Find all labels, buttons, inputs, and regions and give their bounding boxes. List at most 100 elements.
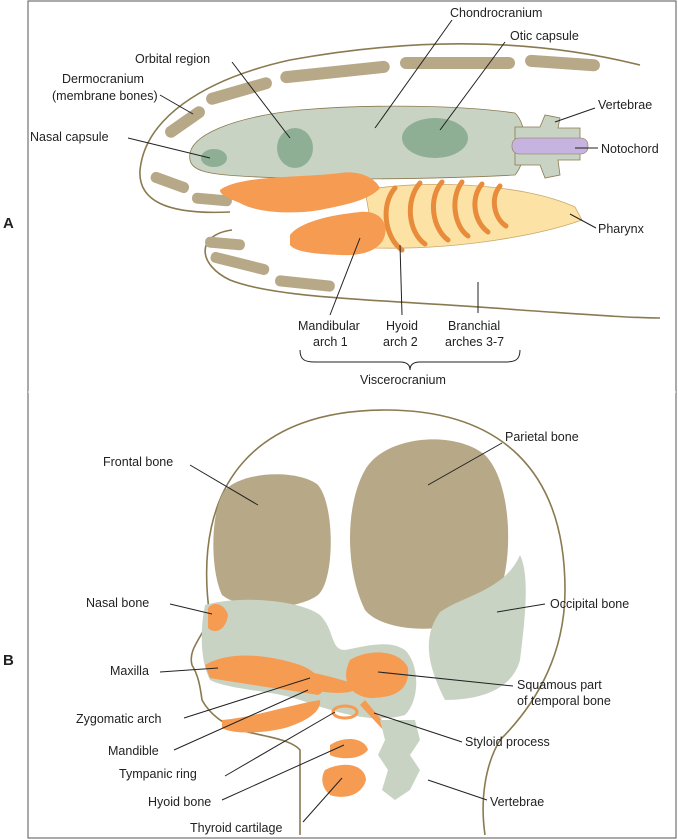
label-occipital-bone: Occipital bone <box>550 597 629 611</box>
leader-vertebrae <box>554 107 596 123</box>
panel-label-a: A <box>3 215 14 232</box>
label-mandibular-1: Mandibular <box>298 319 360 333</box>
leader-parietal <box>427 442 503 486</box>
face-profile <box>190 617 301 835</box>
leader-frontal <box>189 464 259 506</box>
membrane-bone-5 <box>525 54 600 72</box>
membrane-bone-10 <box>275 275 335 292</box>
parietal-bone-shape <box>350 439 509 629</box>
leader-nasal-capsule <box>127 137 211 159</box>
label-notochord: Notochord <box>601 142 659 156</box>
panel-label-b: B <box>3 652 14 669</box>
head-outline-lower <box>204 229 661 319</box>
leader-hyoid-bone <box>221 744 345 801</box>
label-vertebrae-b: Vertebrae <box>490 795 544 809</box>
membrane-bone-3 <box>280 60 390 84</box>
label-hyoid-1: Hyoid <box>386 319 418 333</box>
leader-zygomatic <box>183 677 311 719</box>
label-hyoid-bone: Hyoid bone <box>148 795 211 809</box>
label-zygomatic-arch: Zygomatic arch <box>76 712 161 726</box>
label-nasal-bone: Nasal bone <box>86 596 149 610</box>
orbital-region-shape <box>277 128 313 168</box>
leader-mandible <box>173 689 309 751</box>
membrane-bone-6 <box>150 171 190 194</box>
dermocranium-bones <box>150 54 600 292</box>
membrane-bone-4 <box>400 57 515 69</box>
mandibular-arch-lower <box>290 211 386 256</box>
nasal-bone-shape <box>208 604 228 632</box>
pharynx-shape <box>364 184 583 249</box>
leader-pharynx <box>569 213 597 229</box>
branchial-arch-6 <box>472 181 491 235</box>
chondrocranium <box>189 105 526 180</box>
label-tympanic-ring: Tympanic ring <box>119 767 197 781</box>
label-squamous-2: of temporal bone <box>517 694 611 708</box>
membrane-bone-1 <box>165 106 205 138</box>
label-otic-capsule: Otic capsule <box>510 29 579 43</box>
branchial-arch-3 <box>407 180 428 247</box>
label-orbital-region: Orbital region <box>135 52 210 66</box>
label-vertebrae-a: Vertebrae <box>598 98 652 112</box>
maxilla-shape <box>205 655 324 695</box>
leader-squamous <box>377 671 514 687</box>
hyoid-bone-shape <box>330 738 368 759</box>
otic-capsule-shape <box>402 118 468 158</box>
label-frontal-bone: Frontal bone <box>103 455 173 469</box>
branchial-arch-5 <box>452 179 471 239</box>
tympanic-ring-shape <box>331 704 359 720</box>
thyroid-cartilage-shape <box>322 764 366 797</box>
head-outline-upper <box>139 43 641 214</box>
label-dermocranium: Dermocranium <box>62 72 144 86</box>
membrane-bone-7 <box>191 192 232 207</box>
label-branchial-2: arches 3-7 <box>445 335 504 349</box>
zygomatic-arch-shape <box>290 670 360 693</box>
label-viscerocranium: Viscerocranium <box>360 373 446 387</box>
label-membrane-bones: (membrane bones) <box>52 89 158 103</box>
leader-dermocranium <box>159 94 194 115</box>
viscerocranium-brace <box>299 349 521 371</box>
label-maxilla: Maxilla <box>110 664 149 678</box>
leader-otic <box>439 41 506 131</box>
panel-b: Frontal bone Parietal bone Nasal bone Oc… <box>76 409 629 836</box>
leader-maxilla <box>159 667 219 673</box>
occipital-bone-shape <box>428 555 526 700</box>
frontal-bone-shape <box>213 474 331 608</box>
membrane-bone-9 <box>210 251 270 276</box>
leader-vertebrae-b <box>427 779 488 801</box>
membrane-bone-8 <box>204 236 245 251</box>
nasal-capsule-shape <box>201 149 227 167</box>
leader-tympanic <box>224 711 336 777</box>
label-chondrocranium: Chondrocranium <box>450 6 542 20</box>
label-mandible: Mandible <box>108 744 159 758</box>
label-thyroid-cartilage: Thyroid cartilage <box>190 821 282 835</box>
membrane-bone-2 <box>206 77 272 105</box>
leader-hyoid <box>399 244 403 316</box>
branchial-arch-7 <box>491 183 509 229</box>
label-branchial-1: Branchial <box>448 319 500 333</box>
leader-orbital <box>231 61 291 139</box>
label-pharynx: Pharynx <box>598 222 645 236</box>
notochord-shape <box>511 137 589 155</box>
label-parietal-bone: Parietal bone <box>505 430 579 444</box>
label-mandibular-2: arch 1 <box>313 335 348 349</box>
hyoid-arch-shape <box>383 185 405 253</box>
squamous-temporal-shape <box>346 652 409 698</box>
leader-nasal-bone <box>169 603 213 615</box>
leader-occipital <box>496 603 546 613</box>
leader-mandibular <box>329 237 361 316</box>
panel-a: Chondrocranium Orbital region Otic capsu… <box>30 6 661 387</box>
cervical-vertebrae-shape <box>378 720 420 800</box>
label-squamous-1: Squamous part <box>517 678 602 692</box>
mandibular-arch-upper <box>220 172 380 213</box>
label-hyoid-2: arch 2 <box>383 335 418 349</box>
leader-chondrocranium <box>374 19 453 129</box>
leader-styloid <box>373 712 463 743</box>
label-nasal-capsule: Nasal capsule <box>30 130 109 144</box>
leader-thyroid <box>302 777 343 823</box>
label-styloid-process: Styloid process <box>465 735 550 749</box>
skull-outline <box>205 409 566 836</box>
figure-frame <box>27 0 677 839</box>
branchial-arches <box>383 179 509 253</box>
